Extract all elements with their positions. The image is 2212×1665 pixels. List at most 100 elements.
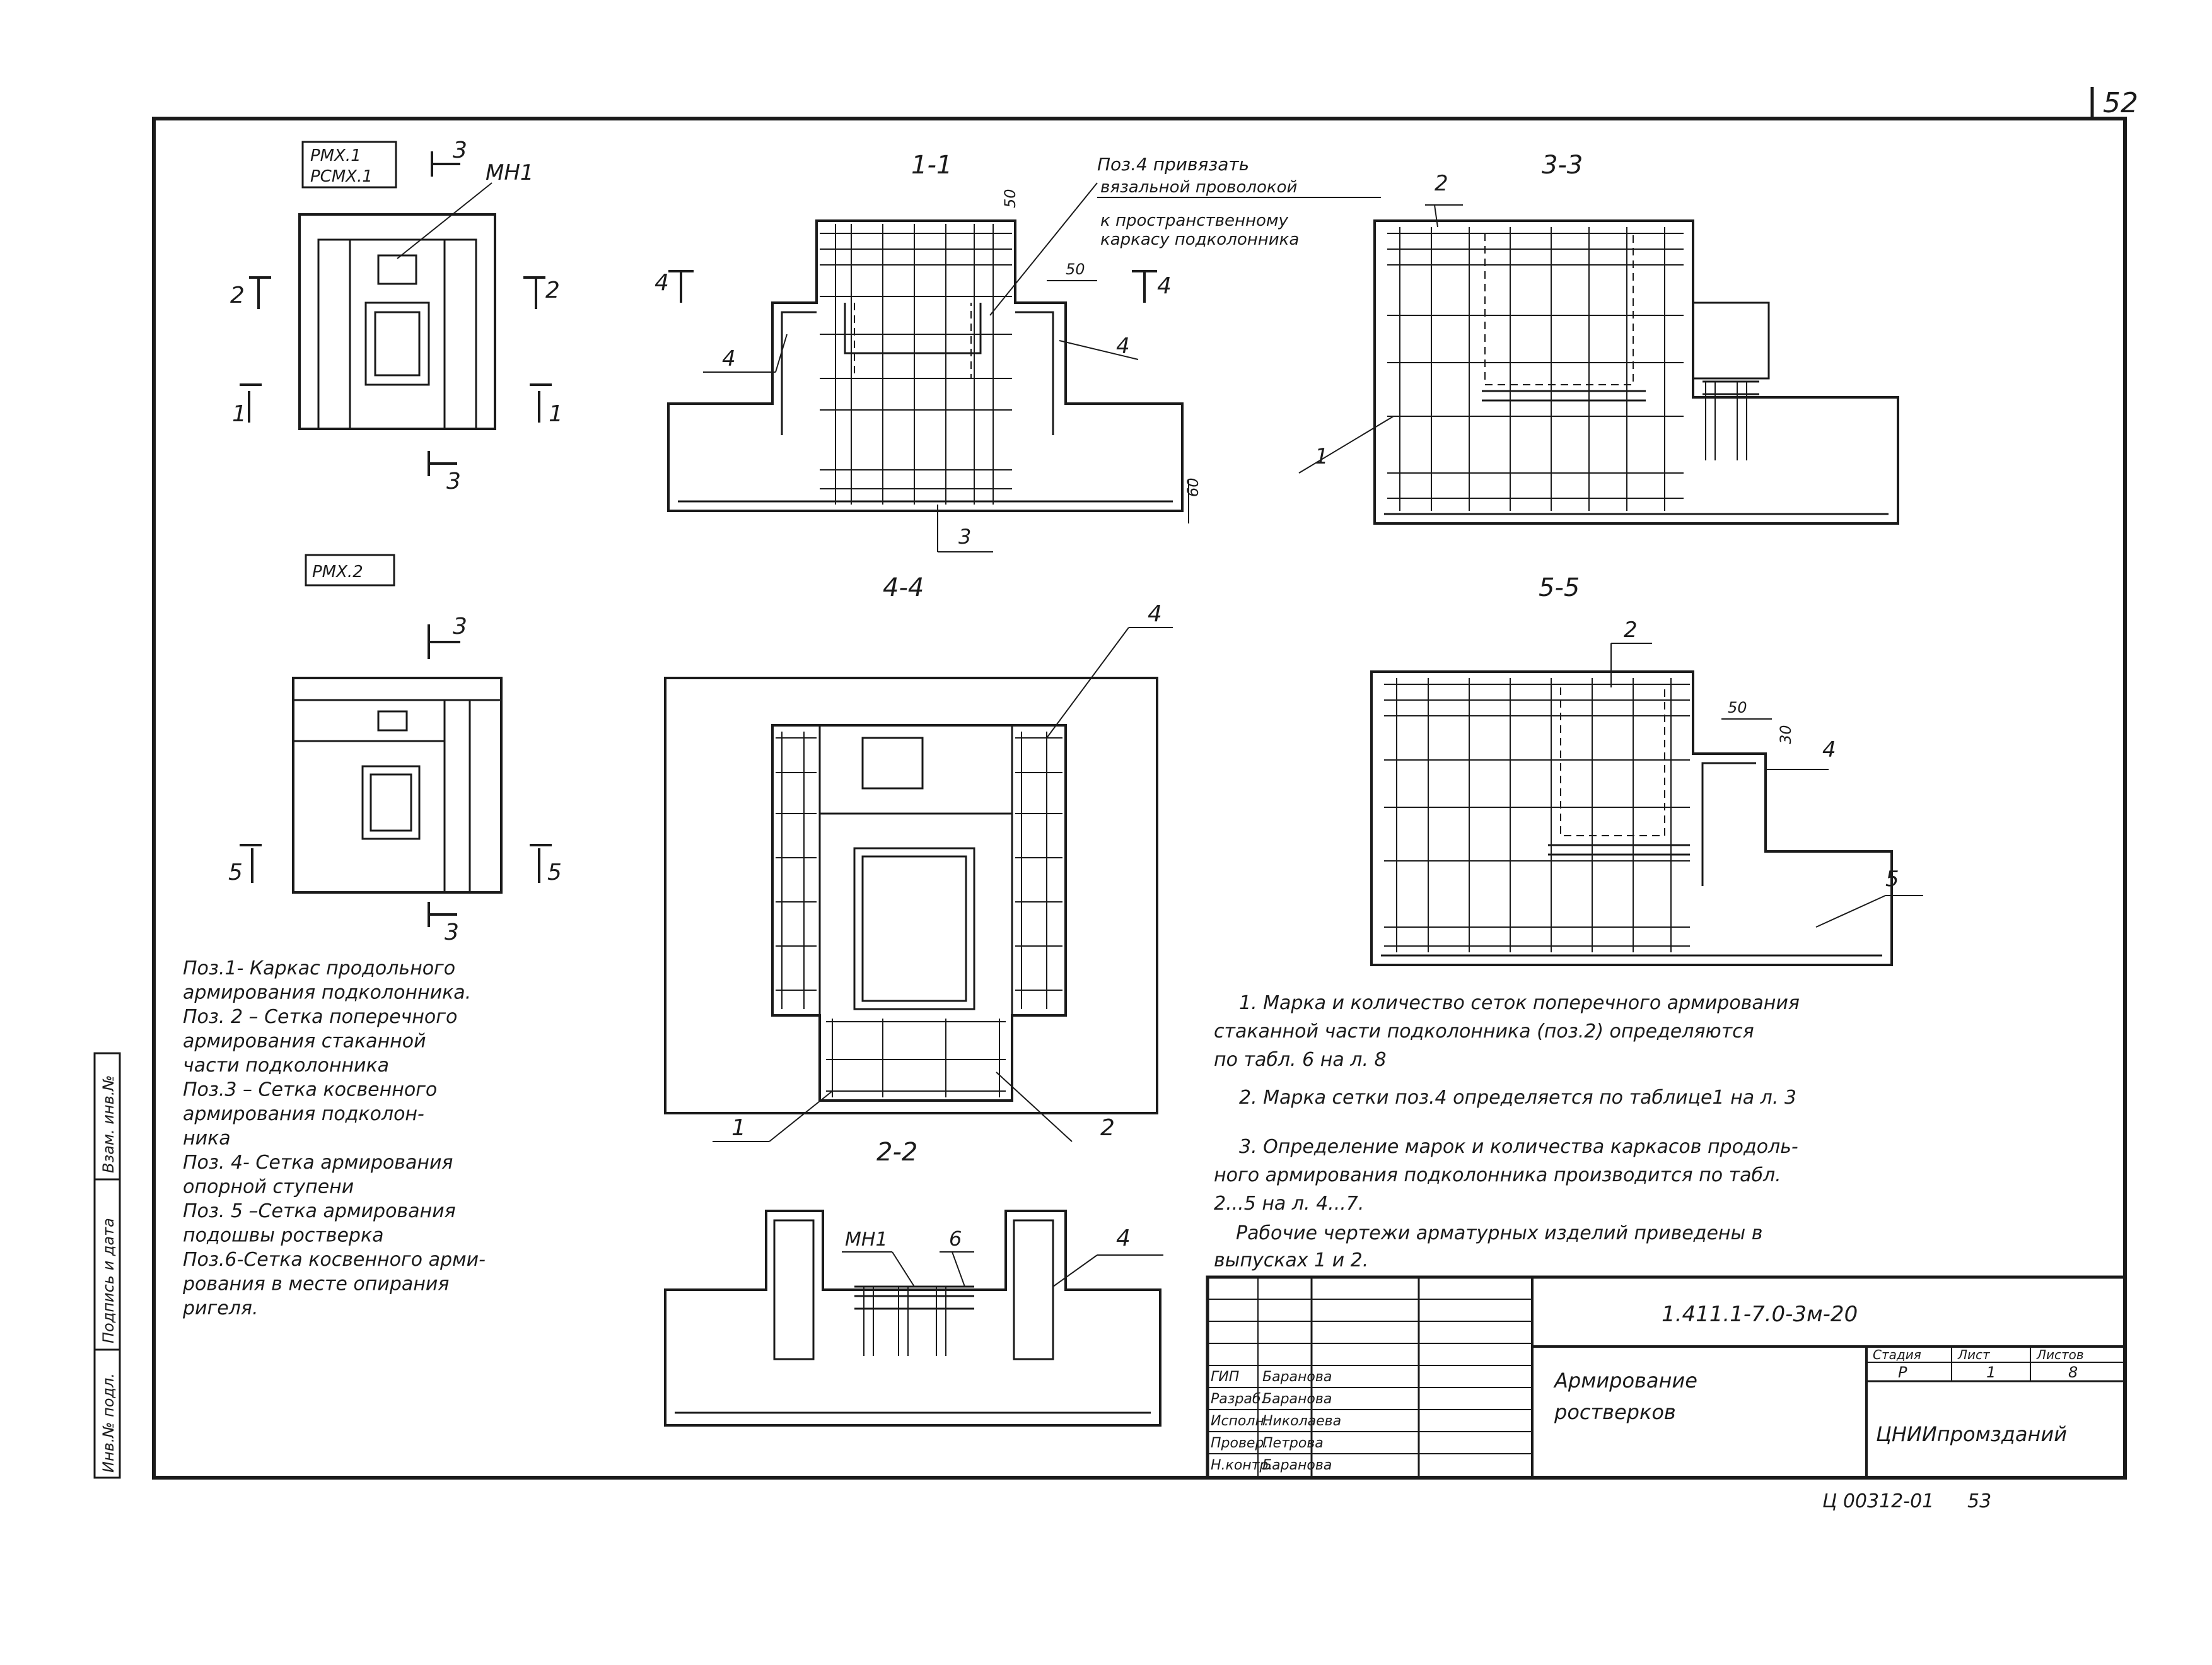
plan1-cut1-left: 1 <box>232 383 262 427</box>
note-line: Рабочие чертежи арматурных изделий приве… <box>1236 1222 1762 1244</box>
title-block-role: Н.контр. <box>1211 1458 1272 1473</box>
section-3-3: 3-3 <box>1298 151 1899 525</box>
svg-text:3: 3 <box>453 614 467 640</box>
title-block-sheet-label: Лист <box>1957 1347 1991 1362</box>
title-block-name: Петрова <box>1262 1435 1324 1451</box>
section-1-1-note-1: Поз.4 привязать <box>1097 154 1249 175</box>
legend-line: Поз.6-Сетка косвенного арми- <box>183 1249 486 1271</box>
legend-line: Поз. 4- Сетка армирования <box>183 1152 453 1174</box>
plan-2: РМХ.2 3 3 5 5 <box>228 554 562 945</box>
title-block-name: Николаева <box>1262 1413 1341 1429</box>
svg-text:2: 2 <box>545 278 560 303</box>
side-stamp-col1: Инв.№ подл. <box>100 1373 117 1473</box>
plan2-cut5-right: 5 <box>530 844 562 885</box>
plan-1: РМХ.1 РСМХ.1 МН1 3 3 2 2 <box>230 137 563 494</box>
svg-text:5: 5 <box>228 860 243 885</box>
legend-line: Поз. 2 – Сетка поперечного <box>183 1006 457 1028</box>
section-1-1-pos4-left: 4 <box>722 346 736 371</box>
title-block-role: Исполн. <box>1211 1413 1269 1429</box>
section-1-1-cut4-right: 4 <box>1132 270 1172 303</box>
plan2-cut5-left: 5 <box>228 844 262 885</box>
section-2-2-title: 2-2 <box>876 1138 917 1167</box>
svg-text:1: 1 <box>549 401 563 427</box>
bottom-code: Ц 00312-01 <box>1822 1490 1934 1512</box>
title-block-name: Баранова <box>1262 1369 1332 1385</box>
svg-text:5: 5 <box>547 860 562 885</box>
plan1-cut3-top: 3 <box>431 137 467 177</box>
svg-text:3: 3 <box>446 469 461 494</box>
note-line: 3. Определение марок и количества каркас… <box>1239 1136 1798 1158</box>
bottom-num: 53 <box>1967 1490 1991 1512</box>
legend-line: подошвы ростверка <box>183 1225 383 1247</box>
section-1-1-note-3: к пространственному <box>1100 211 1289 230</box>
legend-line: ригеля. <box>182 1297 259 1319</box>
title-block-doc-code: 1.411.1-7.0-3м-20 <box>1662 1302 1858 1327</box>
section-1-1-rebar <box>678 224 1173 505</box>
plan1-tag-line1: РМХ.1 <box>310 146 361 165</box>
title-block-sheets-label: Листов <box>2036 1347 2084 1362</box>
title-block-stage-value: Р <box>1898 1364 1907 1381</box>
section-5-5-rebar <box>1381 678 1882 957</box>
svg-text:2: 2 <box>230 283 245 308</box>
title-block-name: Баранова <box>1262 1391 1332 1407</box>
title-block-sheets-value: 8 <box>2068 1364 2078 1381</box>
legend-line: Поз. 5 –Сетка армирования <box>183 1200 456 1222</box>
note-line: 2. Марка сетки поз.4 определяется по таб… <box>1239 1087 1796 1109</box>
legend-line: части подколонника <box>183 1054 389 1077</box>
page-number: 52 <box>2103 87 2138 119</box>
section-4-4-pos4: 4 <box>1148 601 1162 627</box>
section-3-3-pos1: 1 <box>1315 444 1329 469</box>
section-2-2-pos6: 6 <box>949 1227 962 1251</box>
positions-legend: Поз.1- Каркас продольного армирования под… <box>182 957 486 1319</box>
section-1-1-pos3: 3 <box>958 525 971 549</box>
section-2-2: 2-2 МН1 6 4 <box>664 1138 1163 1427</box>
title-block-role: Разраб. <box>1211 1391 1265 1407</box>
svg-text:3: 3 <box>453 137 467 163</box>
legend-line: армирования стаканной <box>183 1031 426 1053</box>
section-4-4: 4-4 <box>664 573 1173 1142</box>
side-stamp-col2: Подпись и дата <box>100 1218 117 1343</box>
section-4-4-title: 4-4 <box>883 573 924 602</box>
legend-line: армирования подколон- <box>183 1103 424 1125</box>
section-2-2-pos4: 4 <box>1116 1225 1131 1251</box>
title-block-role: ГИП <box>1211 1369 1239 1385</box>
section-1-1: 1-1 Поз.4 привязать <box>655 151 1381 552</box>
section-1-1-pos4-right: 4 <box>1116 334 1130 359</box>
section-3-3-rebar <box>1384 227 1889 515</box>
title-block-title-line2: ростверков <box>1554 1400 1676 1424</box>
section-4-4-pos2: 2 <box>1100 1115 1115 1141</box>
section-1-1-cut4-left: 4 <box>655 270 694 303</box>
svg-text:4: 4 <box>655 270 669 296</box>
title-block-name: Баранова <box>1262 1458 1332 1473</box>
plan2-cut3-top: 3 <box>428 614 467 659</box>
title-block-role: Провер. <box>1211 1435 1268 1451</box>
section-2-2-rebar <box>675 1219 1151 1414</box>
section-1-1-dim-50-top: 50 <box>1001 189 1019 208</box>
plan2-tag: РМХ.2 <box>312 563 363 581</box>
plan2-cut3-bottom: 3 <box>428 902 459 945</box>
legend-line: Поз.1- Каркас продольного <box>183 957 455 979</box>
section-2-2-mark-mn1: МН1 <box>845 1229 888 1251</box>
section-3-3-pos2: 2 <box>1435 171 1448 196</box>
side-stamp-col3: Взам. инв.№ <box>100 1075 117 1173</box>
section-5-5-dim-30: 30 <box>1777 725 1795 744</box>
section-5-5-pos4: 4 <box>1822 737 1836 762</box>
section-5-5-dim-50: 50 <box>1728 699 1747 716</box>
note-line: по табл. 6 на л. 8 <box>1214 1049 1387 1071</box>
plan1-tag-line2: РСМХ.1 <box>310 167 373 186</box>
title-block-stage-label: Стадия <box>1873 1347 1921 1362</box>
side-stamp: Инв.№ подл. Подпись и дата Взам. инв.№ <box>93 1052 121 1479</box>
plan1-cut1-right: 1 <box>530 383 563 427</box>
note-line: стаканной части подколонника (поз.2) опр… <box>1214 1020 1754 1043</box>
section-3-3-title: 3-3 <box>1542 151 1583 180</box>
general-notes: 1. Марка и количество сеток поперечного … <box>1214 992 1800 1271</box>
title-block-sheet-value: 1 <box>1986 1364 1996 1381</box>
section-1-1-title: 1-1 <box>911 151 952 180</box>
plan1-cut2-right: 2 <box>523 276 560 309</box>
section-5-5: 5-5 2 50 30 <box>1370 573 1923 966</box>
section-4-4-pos1: 1 <box>731 1115 746 1141</box>
note-line: выпусках 1 и 2. <box>1214 1249 1368 1271</box>
plan1-mark-mn1: МН1 <box>486 160 534 185</box>
